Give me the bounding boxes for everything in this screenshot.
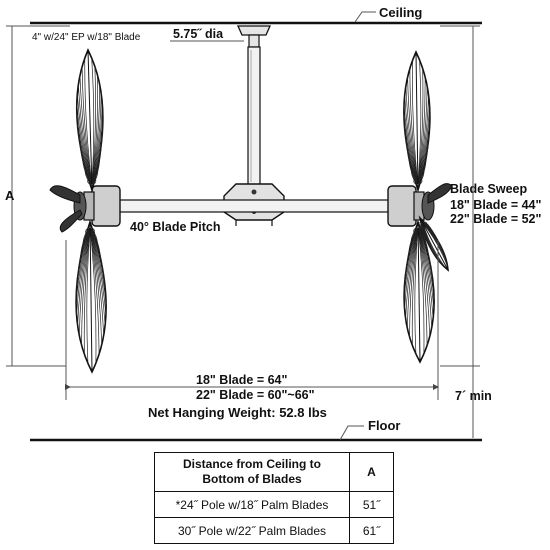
right-side-blades: [427, 183, 453, 204]
blade-right-upper: [403, 50, 431, 193]
right-motor: [387, 185, 435, 227]
blade-right-lower: [403, 219, 435, 364]
table-header-row: Distance from Ceiling to Bottom of Blade…: [154, 452, 394, 492]
span-22-label: 22" Blade = 60"~66": [196, 388, 315, 402]
floor-leader: [339, 425, 364, 441]
downrod: [247, 46, 261, 186]
table-header-line1: Distance from Ceiling to: [182, 457, 322, 471]
downrod-label: 4" w/24" EP w/18" Blade: [32, 32, 141, 43]
distance-table: Distance from Ceiling to Bottom of Blade…: [154, 452, 394, 544]
dimension-a-label: A: [5, 188, 15, 203]
ceiling-label: Ceiling: [379, 5, 422, 20]
table-header-line2: Bottom of Blades: [202, 472, 302, 486]
table-cell-config: *24˝ Pole w/18˝ Palm Blades: [154, 491, 350, 518]
blade-sweep-title: Blade Sweep: [450, 182, 527, 196]
blade-pitch-label: 40° Blade Pitch: [130, 220, 220, 234]
fan-arm: [117, 199, 395, 213]
table-header-distance: Distance from Ceiling to Bottom of Blade…: [154, 452, 350, 492]
blade-left-upper: [75, 48, 104, 193]
left-side-blades: [49, 185, 83, 233]
table-header-a: A: [349, 452, 394, 492]
diameter-label: 5.75˝ dia: [173, 27, 224, 41]
blade-sweep-18: 18" Blade = 44": [450, 198, 541, 212]
palm-blades: [75, 48, 449, 374]
canopy-collar: [248, 34, 260, 48]
min-height-label: 7´ min: [455, 389, 492, 403]
table-row: *24˝ Pole w/18˝ Palm Blades 51˝: [154, 491, 394, 518]
ceiling-leader: [354, 11, 376, 23]
span-18-label: 18" Blade = 64": [196, 373, 287, 387]
canopy: [236, 25, 272, 36]
blade-sweep-22: 22" Blade = 52": [450, 212, 541, 226]
net-weight-label: Net Hanging Weight: 52.8 lbs: [148, 405, 327, 420]
floor-label: Floor: [368, 418, 401, 433]
left-motor: [73, 185, 121, 227]
table-cell-config: 30˝ Pole w/22˝ Palm Blades: [154, 517, 350, 544]
blade-left-lower: [75, 219, 107, 374]
table-cell-a: 61˝: [349, 517, 394, 544]
table-row: 30˝ Pole w/22˝ Palm Blades 61˝: [154, 517, 394, 544]
blade-right-side: [418, 215, 449, 272]
table-cell-a: 51˝: [349, 491, 394, 518]
